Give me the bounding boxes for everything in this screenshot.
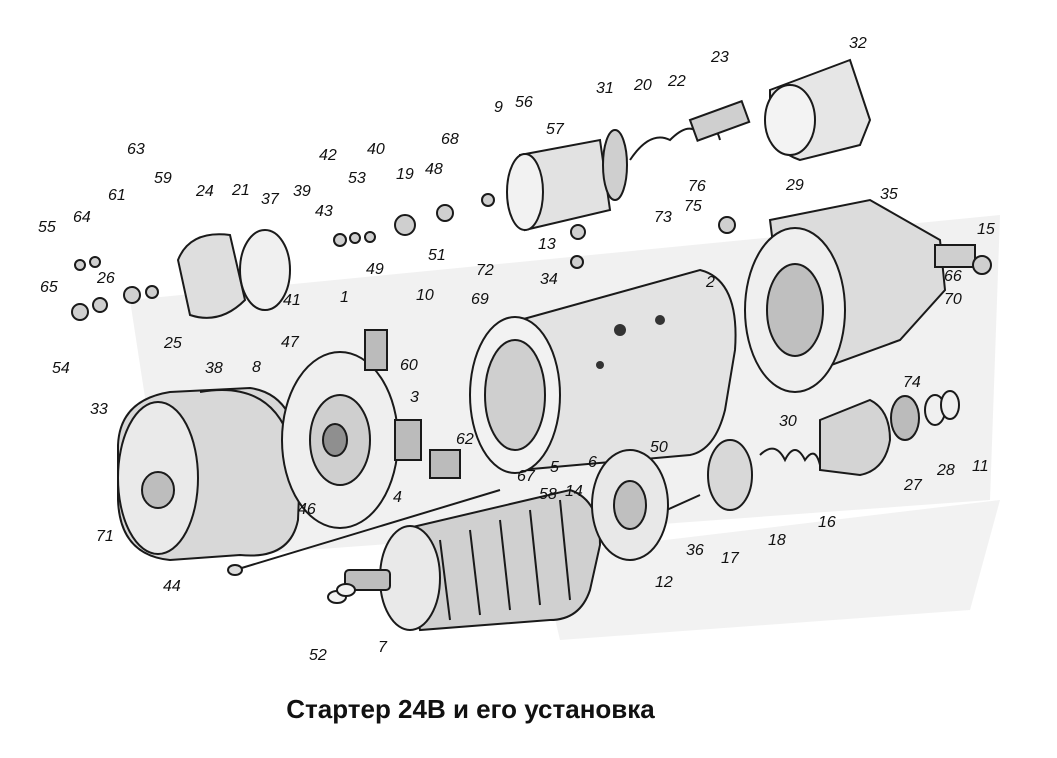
callout-41: 41 (283, 292, 301, 309)
solenoid-assembly (506, 99, 751, 232)
callout-50: 50 (650, 439, 668, 456)
callout-52: 52 (309, 647, 327, 664)
callout-11: 11 (972, 458, 989, 475)
callout-76: 76 (688, 178, 706, 195)
through-bolt (227, 489, 501, 576)
callout-1: 1 (340, 289, 349, 306)
callout-67: 67 (517, 468, 536, 485)
callout-16: 16 (818, 514, 836, 531)
callout-34: 34 (540, 271, 558, 288)
callout-63: 63 (127, 141, 145, 158)
callout-43: 43 (315, 203, 333, 220)
drive-pinion-assembly (707, 390, 960, 511)
callout-56: 56 (515, 94, 533, 111)
armature (327, 488, 701, 632)
callout-69: 69 (471, 291, 489, 308)
drive-shield (591, 449, 669, 561)
callout-40: 40 (367, 141, 385, 158)
callout-9: 9 (494, 99, 503, 116)
callout-28: 28 (936, 462, 955, 479)
callout-25: 25 (163, 335, 182, 352)
callout-26: 26 (96, 270, 115, 287)
callout-5: 5 (550, 459, 559, 476)
callout-75: 75 (684, 198, 702, 215)
callout-24: 24 (195, 183, 214, 200)
callout-64: 64 (73, 209, 91, 226)
callout-labels: 1 2 3 4 5 6 7 8 9 10 11 12 13 14 15 16 1… (38, 35, 995, 664)
callout-58: 58 (539, 486, 557, 503)
callout-57: 57 (546, 121, 565, 138)
callout-61: 61 (108, 187, 126, 204)
callout-73: 73 (654, 209, 672, 226)
callout-38: 38 (205, 360, 223, 377)
end-cover-housing (117, 386, 302, 562)
callout-44: 44 (163, 578, 181, 595)
callout-53: 53 (348, 170, 366, 187)
relay-cover (764, 58, 872, 162)
callout-66: 66 (944, 268, 962, 285)
callout-74: 74 (903, 374, 921, 391)
callout-70: 70 (944, 291, 962, 308)
callout-42: 42 (319, 147, 337, 164)
stator-yoke (469, 268, 737, 474)
callout-23: 23 (710, 49, 729, 66)
callout-13: 13 (538, 236, 556, 253)
callout-32: 32 (849, 35, 867, 52)
callout-19: 19 (396, 166, 414, 183)
diagram-caption: Стартер 24В и его установка (286, 694, 655, 724)
callout-20: 20 (633, 77, 652, 94)
callout-31: 31 (596, 80, 614, 97)
callout-55: 55 (38, 219, 56, 236)
callout-35: 35 (880, 186, 898, 203)
callout-29: 29 (785, 177, 804, 194)
callout-71: 71 (96, 528, 114, 545)
callout-48: 48 (425, 161, 443, 178)
callout-54: 54 (52, 360, 70, 377)
callout-14: 14 (565, 483, 583, 500)
callout-7: 7 (378, 639, 388, 656)
fasteners (71, 193, 992, 321)
callout-10: 10 (416, 287, 434, 304)
callout-22: 22 (667, 73, 686, 90)
callout-59: 59 (154, 170, 172, 187)
callout-60: 60 (400, 357, 418, 374)
callout-21: 21 (231, 182, 250, 199)
callout-12: 12 (655, 574, 673, 591)
rear-cover (176, 229, 291, 319)
callout-6: 6 (588, 454, 597, 471)
callout-37: 37 (261, 191, 280, 208)
callout-68: 68 (441, 131, 459, 148)
drive-end-housing (744, 198, 976, 393)
callout-47: 47 (281, 334, 300, 351)
callout-33: 33 (90, 401, 108, 418)
callout-8: 8 (252, 359, 261, 376)
callout-18: 18 (768, 532, 786, 549)
callout-36: 36 (686, 542, 704, 559)
callout-15: 15 (977, 221, 995, 238)
callout-2: 2 (705, 274, 715, 291)
callout-62: 62 (456, 431, 474, 448)
brush-plate (281, 351, 399, 529)
callout-3: 3 (410, 389, 419, 406)
callout-30: 30 (779, 413, 797, 430)
callout-46: 46 (298, 501, 316, 518)
brush-holders (364, 329, 461, 479)
callout-27: 27 (903, 477, 923, 494)
callout-72: 72 (476, 262, 494, 279)
callout-65: 65 (40, 279, 58, 296)
callout-49: 49 (366, 261, 384, 278)
callout-51: 51 (428, 247, 446, 264)
callout-39: 39 (293, 183, 311, 200)
callout-4: 4 (393, 489, 402, 506)
callout-17: 17 (721, 550, 740, 567)
